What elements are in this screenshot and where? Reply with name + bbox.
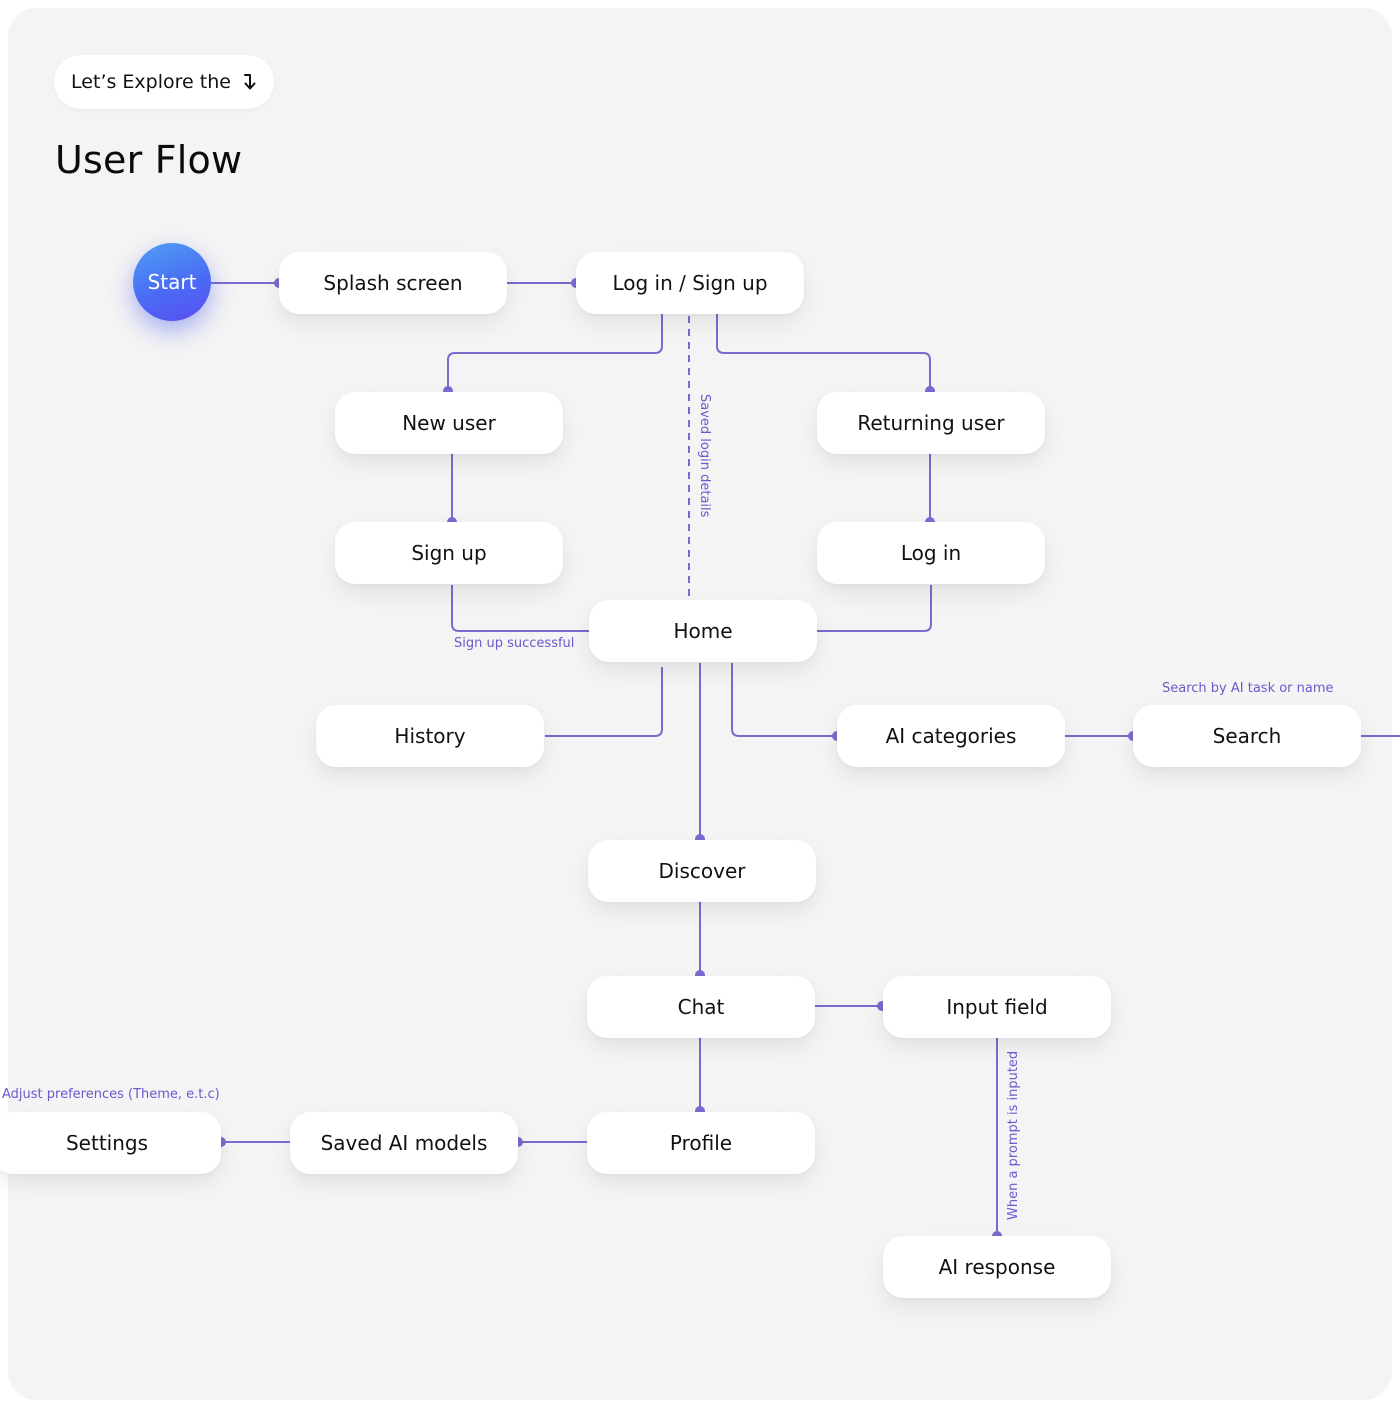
node-home[interactable]: Home bbox=[589, 600, 817, 662]
node-saved-ai-models[interactable]: Saved AI models bbox=[290, 1112, 518, 1174]
node-log-in[interactable]: Log in bbox=[817, 522, 1045, 584]
start-node[interactable]: Start bbox=[133, 243, 211, 321]
note-sign-up-successful: Sign up successful bbox=[454, 636, 575, 651]
node-settings[interactable]: Settings bbox=[0, 1112, 221, 1174]
node-new-user[interactable]: New user bbox=[335, 392, 563, 454]
node-login-signup[interactable]: Log in / Sign up bbox=[576, 252, 804, 314]
node-discover[interactable]: Discover bbox=[588, 840, 816, 902]
diagram-canvas bbox=[8, 8, 1392, 1400]
note-settings-hint: Adjust preferences (Theme, e.t.c) bbox=[2, 1087, 220, 1102]
note-prompt-hint: When a prompt is inputed bbox=[1006, 1050, 1021, 1220]
node-sign-up[interactable]: Sign up bbox=[335, 522, 563, 584]
node-profile[interactable]: Profile bbox=[587, 1112, 815, 1174]
note-search-hint: Search by AI task or name bbox=[1162, 681, 1334, 696]
node-ai-response[interactable]: AI response bbox=[883, 1236, 1111, 1298]
page-title: User Flow bbox=[55, 138, 243, 182]
arrow-down-curved-icon bbox=[243, 74, 256, 90]
node-splash-screen[interactable]: Splash screen bbox=[279, 252, 507, 314]
node-chat[interactable]: Chat bbox=[587, 976, 815, 1038]
explore-chip[interactable]: Let’s Explore the bbox=[54, 55, 274, 109]
node-search[interactable]: Search bbox=[1133, 705, 1361, 767]
node-history[interactable]: History bbox=[316, 705, 544, 767]
node-input-field[interactable]: Input field bbox=[883, 976, 1111, 1038]
node-returning-user[interactable]: Returning user bbox=[817, 392, 1045, 454]
explore-chip-label: Let’s Explore the bbox=[71, 71, 231, 93]
node-ai-categories[interactable]: AI categories bbox=[837, 705, 1065, 767]
note-saved-login-details: Saved login details bbox=[697, 394, 712, 518]
